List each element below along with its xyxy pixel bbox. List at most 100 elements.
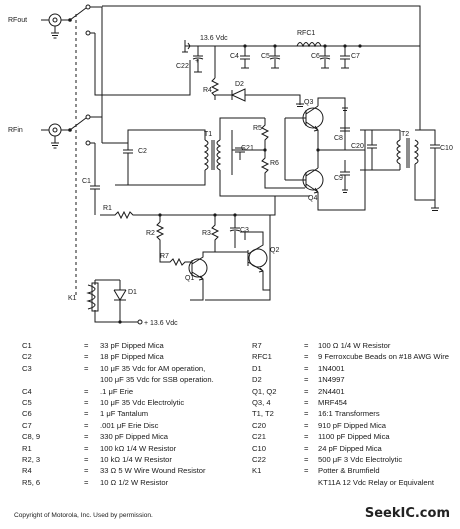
r3-label: R3 (202, 230, 211, 237)
parts-list-row: R2, 3=10 kΩ 1/4 W Resistor (22, 454, 242, 465)
parts-list-row: D1 = 1N4001 (252, 363, 457, 374)
c7-label: C7 (351, 53, 360, 60)
part-equals: = (304, 466, 309, 476)
part-equals: = (84, 420, 89, 430)
r5-label: R5 (253, 125, 262, 132)
part-description: MRF454 (318, 397, 348, 407)
c5-label: C5 (261, 53, 270, 60)
parts-list-row: C8, 9=330 pF Dipped Mica (22, 431, 242, 442)
k1-relay (86, 279, 120, 323)
part-equals: = (84, 397, 89, 407)
watermark-logo: SeekIC.com (364, 506, 450, 521)
parts-list-row: C22=500 μF 3 Vdc Electrolytic (252, 454, 457, 465)
rfc1-choke (296, 42, 322, 48)
part-equals: = (304, 363, 309, 373)
part-description: .001 μF Erie Disc (100, 420, 159, 430)
part-description-continued: 100 μF 35 Vdc for SSB operation. (100, 375, 214, 385)
c4-label: C4 (230, 53, 239, 60)
part-ref: D1 (252, 363, 262, 373)
t2-transformer (102, 5, 440, 211)
part-equals: = (84, 352, 89, 362)
bias-transistors (94, 196, 276, 301)
parts-list-row-continued: 100 μF 35 Vdc for SSB operation. (22, 374, 242, 385)
part-equals: = (304, 375, 309, 385)
part-description-continued: KT11A 12 Vdc Relay or Equivalent (318, 477, 434, 487)
part-description: 24 pF Dipped Mica (318, 443, 382, 453)
parts-list-row: C10 = 24 pF Dipped Mica (252, 443, 457, 454)
parts-list-row: C6=1 μF Tantalum (22, 408, 242, 419)
part-equals: = (304, 420, 309, 430)
part-ref: Q3, 4 (252, 397, 271, 407)
part-equals: = (84, 432, 89, 442)
c10-label: C10 (440, 145, 453, 152)
parts-list-row: C7 = .001 μF Erie Disc (22, 420, 242, 431)
parts-list-row: RFC1=9 Ferroxcube Beads on #18 AWG Wire (252, 351, 457, 362)
parts-list-row: K1=Potter & Brumfield (252, 465, 457, 476)
rf-in-connector (41, 123, 62, 149)
part-description: 910 pF Dipped Mica (318, 420, 386, 430)
r6-label: R6 (270, 160, 279, 167)
part-equals: = (84, 477, 89, 487)
part-description: 330 pF Dipped Mica (100, 432, 168, 442)
rf-in-label: RFin (8, 127, 23, 134)
part-description: 1N4001 (318, 363, 345, 373)
c2-label: C2 (138, 148, 147, 155)
c22-plus-label: + (195, 58, 199, 65)
part-description: 10 μF 35 Vdc Electrolytic (100, 397, 185, 407)
supply-rail (182, 40, 421, 130)
q1-label: Q1 (185, 275, 194, 282)
parts-list-row: R1=100 kΩ 1/4 W Resistor (22, 443, 242, 454)
copyright-note: Copyright of Motorola, Inc. Used by perm… (14, 512, 153, 519)
part-description: 9 Ferroxcube Beads on #18 AWG Wire (318, 352, 449, 362)
part-equals: = (304, 352, 309, 362)
part-equals: = (84, 454, 89, 464)
part-description: 33 Ω 5 W Wire Wound Resistor (100, 466, 206, 476)
part-equals: = (304, 386, 309, 396)
c21-label: C21 (241, 145, 254, 152)
part-ref: R4 (22, 466, 32, 476)
rf-out-connector (41, 13, 62, 39)
parts-list-row: Q3, 4=MRF454 (252, 397, 457, 408)
part-ref: R2, 3 (22, 454, 41, 464)
part-description: 500 μF 3 Vdc Electrolytic (318, 454, 403, 464)
d2-label: D2 (235, 81, 244, 88)
c1-label: C1 (82, 178, 91, 185)
part-equals: = (304, 341, 309, 350)
r2-label: R2 (146, 230, 155, 237)
part-ref: C1 (22, 341, 32, 350)
part-description: 100 kΩ 1/4 W Resistor (100, 443, 177, 453)
q4-label: Q4 (308, 195, 317, 202)
part-equals: = (84, 443, 89, 453)
part-description: 1100 pF Dipped Mica (318, 432, 390, 442)
part-description: Potter & Brumfield (318, 466, 380, 476)
part-equals: = (304, 432, 309, 442)
c9-label: C9 (334, 175, 343, 182)
rf-out-label: RFout (8, 17, 27, 24)
d1-label: D1 (128, 289, 137, 296)
amplifier-schematic: RFout RFin 13.6 Vdc + 13.6 Vdc RFC1 C1 C… (8, 4, 453, 327)
part-ref: C7 (22, 420, 32, 430)
parts-list-row: C21 = 1100 pF Dipped Mica (252, 431, 457, 442)
r7-label: R7 (160, 253, 169, 260)
c3-label: C3 (240, 227, 249, 234)
part-ref: C2 (22, 352, 32, 362)
part-ref: C10 (252, 443, 266, 453)
t1-transformer (115, 129, 222, 186)
supply-relay-label: + 13.6 Vdc (144, 320, 178, 327)
parts-list-row-continued: KT11A 12 Vdc Relay or Equivalent (252, 477, 457, 488)
part-ref: C4 (22, 386, 32, 396)
parts-list-row: Q1, Q2 = 2N4401 (252, 386, 457, 397)
part-ref: C21 (252, 432, 266, 442)
part-description: 2N4401 (318, 386, 345, 396)
part-equals: = (84, 409, 89, 419)
parts-list-row: C20=910 pF Dipped Mica (252, 420, 457, 431)
part-equals: = (304, 443, 309, 453)
part-ref: Q1, Q2 (252, 386, 277, 396)
part-ref: D2 (252, 375, 262, 385)
parts-list-row: D2 = 1N4997 (252, 374, 457, 385)
parts-list-row: C2=18 pF Dipped Mica (22, 351, 242, 362)
decoupling-caps (240, 44, 362, 69)
part-description: 1N4997 (318, 375, 345, 385)
